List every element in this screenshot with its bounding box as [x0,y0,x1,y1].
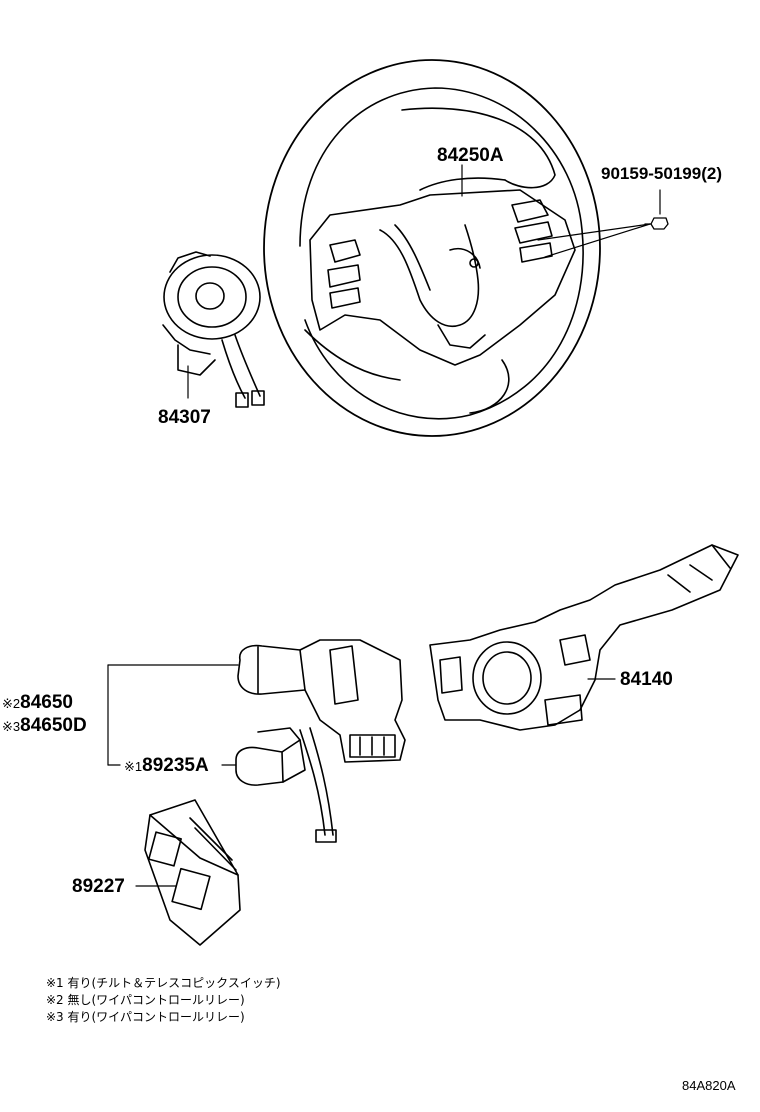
relay-drawing [135,799,241,946]
part-label-84140: 84140 [620,669,673,690]
part-label-89235a: ※189235A [124,756,209,775]
note-mark-3: ※3 [2,719,21,734]
part-label-90159-50199: 90159-50199(2) [601,164,722,183]
part-label-89227: 89227 [72,876,125,897]
part-number-84650: 84650 [20,692,73,713]
footnote-2: ※2 無し(ワイパコントロールリレー) [46,993,245,1007]
wiper-switch-drawing [107,639,406,766]
note-mark-2: ※2 [2,696,21,711]
part-label-84650d: ※384650D [2,716,87,735]
part-label-84307: 84307 [158,407,211,428]
footnote-1: ※1 有り(チルト＆テレスコピックスイッチ) [46,976,281,990]
footnote-3: ※3 有り(ワイパコントロールリレー) [46,1010,245,1024]
note-mark-1: ※1 [124,759,143,774]
spiral-cable-drawing [162,251,265,408]
combination-switch-drawing [429,544,739,731]
part-number-89235a: 89235A [142,755,209,776]
steering-wheel-drawing [263,59,669,437]
part-label-84250a: 84250A [437,145,504,166]
tilt-switch-drawing [221,727,337,843]
part-label-84650: ※284650 [2,693,73,712]
diagram-code: 84A820A [682,1078,736,1093]
part-number-84650d: 84650D [20,715,87,736]
